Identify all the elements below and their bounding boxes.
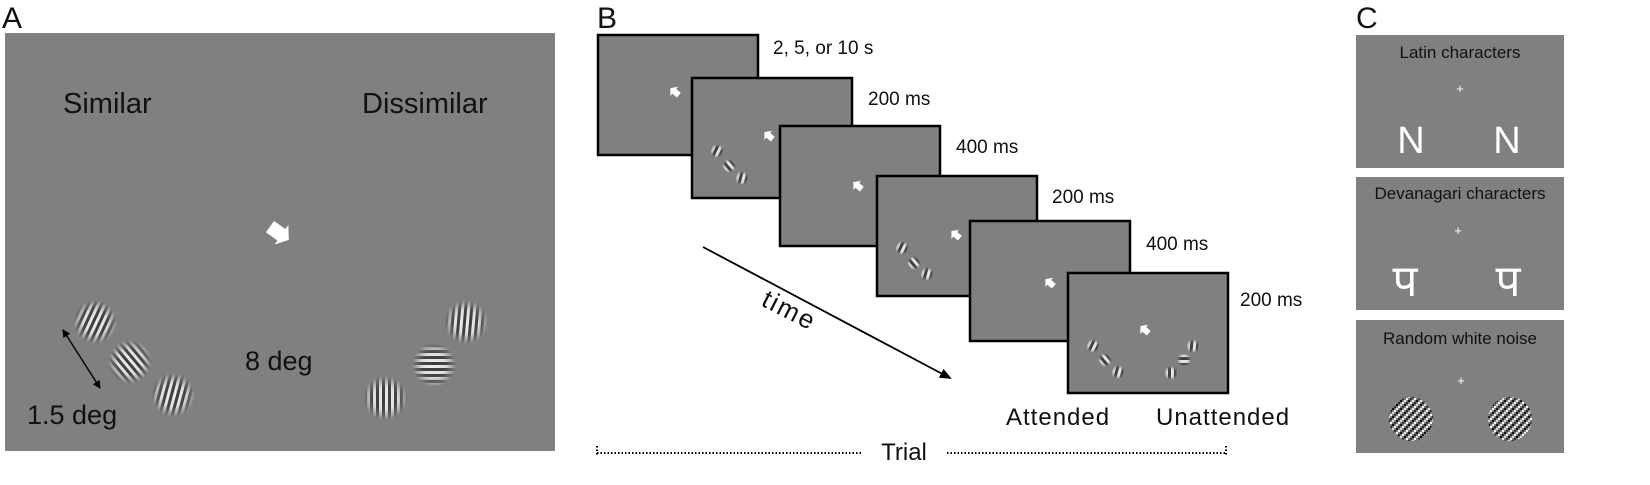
fixation-cross: + bbox=[1456, 81, 1464, 96]
trial-label: Trial bbox=[881, 439, 927, 466]
similar-label: Similar bbox=[63, 88, 152, 120]
arrow-cue-icon bbox=[1140, 324, 1151, 336]
frame-6-duration: 200 ms bbox=[1240, 290, 1302, 311]
condition-noise: Random white noise + bbox=[1356, 320, 1564, 453]
condition-latin-title: Latin characters bbox=[1400, 43, 1521, 62]
time-label: time bbox=[757, 284, 822, 337]
dissimilar-label: Dissimilar bbox=[362, 88, 488, 120]
condition-devanagari: Devanagari characters + प प bbox=[1356, 177, 1564, 310]
panel-a: A Similar Dissimilar 1.5 deg 8 deg bbox=[2, 2, 555, 451]
size-arrow bbox=[62, 329, 101, 389]
panel-c-letter: C bbox=[1356, 2, 1378, 35]
devanagari-glyph-left: प bbox=[1393, 256, 1419, 307]
noise-patch-right bbox=[1488, 397, 1532, 441]
arrow-cue-icon bbox=[853, 180, 864, 192]
arrow-cue-icon bbox=[951, 229, 962, 241]
frame-3-duration: 400 ms bbox=[956, 137, 1018, 158]
eccentricity-label: 8 deg bbox=[245, 346, 313, 376]
fixation-cross: + bbox=[1454, 223, 1462, 238]
trial-frame-6: 200 ms bbox=[1066, 271, 1302, 395]
condition-devanagari-title: Devanagari characters bbox=[1374, 184, 1545, 203]
attended-label: Attended bbox=[1006, 404, 1110, 431]
size-label: 1.5 deg bbox=[27, 400, 117, 430]
panel-b: B 2, 5, or 10 s 200 ms 400 ms bbox=[596, 2, 1302, 466]
fixation-cross: + bbox=[1457, 373, 1465, 388]
unattended-label: Unattended bbox=[1156, 404, 1290, 431]
latin-glyph-right: N bbox=[1493, 120, 1520, 162]
gabor-similar-2 bbox=[99, 331, 161, 393]
gabor-similar-3 bbox=[146, 368, 200, 422]
panel-c: C Latin characters + N N Devanagari char… bbox=[1356, 2, 1564, 453]
frame-2-duration: 200 ms bbox=[868, 89, 930, 110]
arrow-cue-icon bbox=[265, 220, 289, 245]
devanagari-glyph-right: प bbox=[1496, 256, 1522, 307]
condition-latin: Latin characters + N N bbox=[1356, 35, 1564, 168]
arrow-cue-icon bbox=[764, 130, 775, 142]
latin-glyph-left: N bbox=[1397, 120, 1424, 162]
noise-patch-left bbox=[1389, 397, 1433, 441]
panel-b-letter: B bbox=[597, 2, 617, 35]
frame-4-duration: 200 ms bbox=[1052, 187, 1114, 208]
condition-noise-title: Random white noise bbox=[1383, 329, 1537, 348]
frame-5-duration: 400 ms bbox=[1146, 234, 1208, 255]
gabor-dissimilar-1 bbox=[442, 298, 490, 346]
arrow-cue-icon bbox=[670, 86, 681, 98]
frame-1-duration: 2, 5, or 10 s bbox=[773, 38, 873, 59]
time-arrow bbox=[702, 246, 952, 379]
gabor-dissimilar-2 bbox=[412, 343, 456, 387]
panel-a-letter: A bbox=[2, 2, 22, 35]
arrow-cue-icon bbox=[1045, 277, 1056, 289]
gabor-dissimilar-3 bbox=[363, 376, 407, 420]
